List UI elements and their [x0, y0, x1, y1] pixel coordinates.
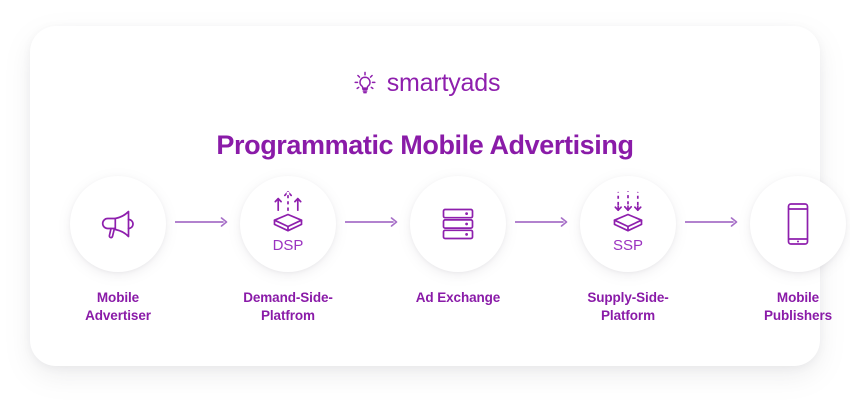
node-label-line1: Supply-Side-: [587, 290, 669, 305]
node-tag: SSP: [612, 237, 643, 254]
node-label-line2: Platfrom: [261, 308, 315, 324]
node-label-line2: Publishers: [763, 308, 833, 324]
flow-connector-3: [514, 216, 572, 228]
brand-name: smartyads: [386, 68, 501, 97]
flow-node-ad-exchange: Ad Exchange: [402, 176, 514, 307]
server-rack-icon: [442, 208, 474, 240]
flow-node-dsp: DSP Demand-Side- Platfrom: [232, 176, 344, 325]
node-label-line1: Mobile: [776, 290, 820, 305]
node-bubble: [70, 176, 166, 272]
page-title: Programmatic Mobile Advertising: [216, 130, 634, 160]
node-label: Supply-Side- Platform: [587, 289, 668, 325]
node-label-line2: Advertiser: [85, 308, 151, 324]
lightbulb-icon: [354, 71, 376, 94]
flow-node-ssp: SSP Supply-Side- Platform: [572, 176, 684, 325]
node-label-line1: Mobile: [96, 290, 140, 305]
node-label-line2: Platform: [601, 308, 655, 324]
flow-node-mobile-publishers: Mobile Publishers: [742, 176, 850, 325]
arrow-right-icon: [685, 217, 738, 227]
node-bubble: DSP: [240, 176, 336, 272]
flow-node-mobile-advertiser: Mobile Advertiser: [62, 176, 174, 325]
cube-arrows-down-icon: [613, 191, 643, 232]
cube-arrows-up-icon: [273, 191, 303, 232]
smartphone-icon: [787, 203, 809, 245]
node-label-line1: Demand-Side-: [243, 290, 333, 305]
flow-diagram: Mobile Advertiser: [62, 176, 846, 325]
arrow-right-icon: [175, 217, 228, 227]
node-label: Demand-Side- Platfrom: [243, 289, 333, 325]
node-bubble: SSP: [580, 176, 676, 272]
megaphone-icon: [101, 210, 134, 239]
node-tag: DSP: [272, 237, 304, 254]
flow-connector-1: [174, 216, 232, 228]
node-label: Ad Exchange: [415, 289, 501, 307]
node-label-line1: Ad Exchange: [415, 290, 501, 305]
arrow-right-icon: [345, 217, 398, 227]
node-label: Mobile Publishers: [764, 289, 832, 325]
diagram-card: smartyads Programmatic Mobile Advertisin…: [30, 26, 846, 366]
arrow-right-icon: [515, 217, 568, 227]
node-bubble: [410, 176, 506, 272]
flow-connector-4: [684, 216, 742, 228]
node-label: Mobile Advertiser: [85, 289, 151, 325]
node-bubble: [750, 176, 846, 272]
flow-connector-2: [344, 216, 402, 228]
brand-logo: smartyads: [30, 68, 820, 98]
